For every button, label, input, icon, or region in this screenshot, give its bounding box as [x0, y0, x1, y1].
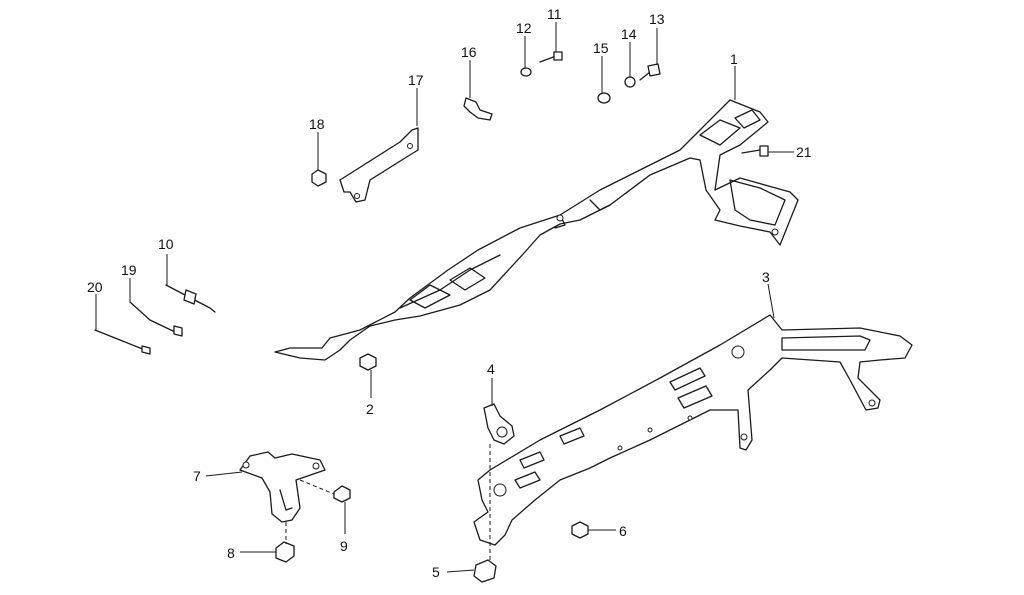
leader-3	[767, 283, 775, 319]
part-21-bolt	[741, 145, 769, 157]
part-12-washer	[520, 67, 532, 77]
part-19-cable-tie	[129, 301, 183, 337]
callout-10: 10	[158, 236, 174, 252]
part-6-bolt	[571, 521, 589, 539]
callout-3: 3	[762, 269, 770, 285]
callout-14: 14	[621, 26, 637, 42]
callout-21: 21	[796, 144, 812, 160]
leader-5	[446, 569, 475, 573]
callout-8: 8	[227, 545, 235, 561]
callout-18: 18	[309, 116, 325, 132]
part-20-cable-tie	[94, 329, 151, 355]
part-4-clip	[483, 403, 515, 445]
part-18-bolt	[311, 169, 327, 187]
callout-16: 16	[461, 44, 477, 60]
leader-7	[205, 471, 243, 477]
part-16-stud	[463, 97, 493, 121]
assembly-line-bolt-9	[299, 479, 335, 495]
callout-13: 13	[649, 11, 665, 27]
part-8-grommet	[275, 541, 295, 563]
part-7-stud-bracket	[239, 451, 326, 523]
part-15-washer	[597, 92, 611, 104]
part-2-bolt	[359, 353, 377, 371]
callout-19: 19	[121, 262, 137, 278]
callout-5: 5	[432, 564, 440, 580]
part-5-nut-clip	[473, 559, 497, 583]
callout-9: 9	[340, 538, 348, 554]
callout-4: 4	[487, 361, 495, 377]
part-10-cable-tie	[165, 284, 216, 313]
part-14-washer	[624, 76, 636, 88]
callout-2: 2	[366, 401, 374, 417]
part-9-bolt	[333, 485, 351, 503]
callout-1: 1	[730, 51, 738, 67]
callout-12: 12	[516, 20, 532, 36]
callout-6: 6	[619, 523, 627, 539]
callout-20: 20	[87, 279, 103, 295]
callout-7: 7	[193, 468, 201, 484]
callout-11: 11	[547, 6, 562, 22]
callout-17: 17	[408, 72, 424, 88]
part-3-lower-rail	[473, 314, 913, 546]
callout-15: 15	[593, 40, 609, 56]
part-11-bolt	[539, 51, 563, 63]
part-17-small-bracket	[339, 127, 419, 203]
part-13-bolt	[639, 63, 661, 81]
part-1-upper-rail	[274, 99, 799, 361]
